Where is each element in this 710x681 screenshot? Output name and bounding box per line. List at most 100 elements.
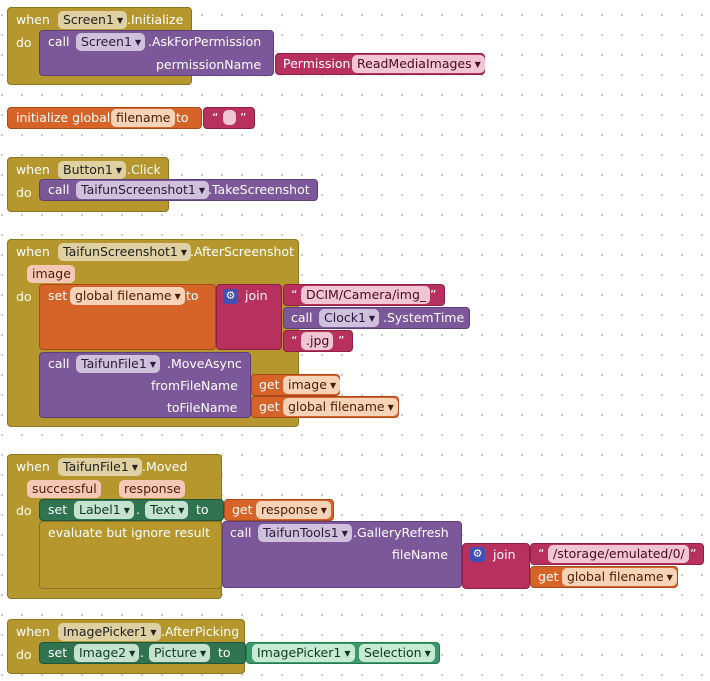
get-label: get (538, 569, 559, 584)
chevron-down-icon: ▼ (116, 16, 124, 25)
chevron-down-icon: ▼ (131, 463, 138, 472)
get-global-filename-dropdown[interactable]: global filename▼ (562, 568, 677, 586)
quote-open: “ (291, 333, 298, 348)
evaluate-but-ignore-label: evaluate but ignore result (48, 525, 210, 540)
call-label: call (230, 525, 252, 540)
image2-component-dropdown[interactable]: Image2▼ (74, 644, 140, 662)
join-block-2[interactable]: ⚙ join (462, 543, 530, 589)
image-picker-selection-block[interactable]: ImagePicker1▼ . Selection▼ (246, 642, 440, 664)
global-variable-name-field[interactable]: filename (111, 109, 175, 127)
get-response-block[interactable]: get response▼ (224, 499, 334, 521)
selection-property-dropdown[interactable]: Selection▼ (359, 644, 435, 662)
to-label: to (218, 645, 231, 660)
set-label: set (48, 645, 68, 660)
permission-value-dropdown[interactable]: ReadMediaImages▼ (352, 55, 485, 73)
text-property-dropdown[interactable]: Text▼ (145, 501, 189, 519)
chevron-down-icon: ▼ (387, 403, 394, 412)
taifun-screenshot-component-dropdown[interactable]: TaifunScreenshot1▼ (58, 243, 192, 261)
set-global-filename-block[interactable]: set global filename▼ to (39, 284, 216, 350)
variable-name: response (261, 502, 318, 517)
taifun-file-call-dropdown[interactable]: TaifunFile1▼ (76, 355, 160, 373)
picture-property-dropdown[interactable]: Picture▼ (149, 644, 211, 662)
chevron-down-icon: ▼ (474, 60, 481, 69)
get-response-dropdown[interactable]: response▼ (256, 501, 331, 519)
take-screenshot-call-block[interactable]: call TaifunScreenshot1▼ .TakeScreenshot (39, 179, 318, 201)
do-label: do (16, 289, 32, 304)
taifun-tools-call-dropdown[interactable]: TaifunTools1▼ (258, 524, 352, 542)
variable-name: global filename (75, 288, 172, 303)
clock-component-dropdown[interactable]: Clock1▼ (319, 309, 380, 327)
join-block[interactable]: ⚙ join (216, 284, 282, 350)
component-name: TaifunScreenshot1 (81, 182, 196, 197)
storage-path-text-block[interactable]: “ /storage/emulated/0/ ” (530, 543, 704, 565)
screen1-call-dropdown[interactable]: Screen1▼ (76, 33, 146, 51)
when-label: when (16, 459, 50, 474)
component-name: Image2 (79, 645, 127, 660)
get-global-filename-block-2[interactable]: get global filename▼ (530, 566, 678, 588)
get-image-block[interactable]: get image▼ (251, 374, 341, 396)
to-file-name-arg-label: toFileName (167, 400, 238, 415)
method-name: .GalleryRefresh (353, 525, 449, 540)
quote-open: “ (538, 546, 545, 561)
empty-text-field[interactable] (223, 110, 236, 125)
to-label: to (196, 502, 209, 517)
quote-open: “ (212, 110, 219, 125)
get-label: get (259, 377, 280, 392)
image-param[interactable]: image (27, 265, 75, 283)
permission-value: ReadMediaImages (357, 56, 472, 71)
call-label: call (291, 310, 313, 325)
do-label: do (16, 185, 32, 200)
global-filename-dropdown[interactable]: global filename▼ (70, 287, 185, 305)
event-name: .AfterScreenshot (190, 244, 294, 259)
taifun-screenshot-call-dropdown[interactable]: TaifunScreenshot1▼ (76, 181, 210, 199)
component-name: Screen1 (63, 12, 114, 27)
join-text-block-1[interactable]: “ DCIM/Camera/img_ ” (283, 284, 445, 306)
screen1-component-dropdown[interactable]: Screen1▼ (58, 11, 128, 29)
chevron-down-icon: ▼ (368, 314, 376, 323)
image-picker-getter-dropdown[interactable]: ImagePicker1▼ (252, 644, 355, 662)
chevron-down-icon: ▼ (178, 506, 185, 515)
text-value[interactable]: /storage/emulated/0/ (548, 545, 689, 563)
component-name: Button1 (63, 162, 113, 177)
set-label: set (48, 502, 68, 517)
component-name: ImagePicker1 (63, 624, 148, 639)
image-picker-component-dropdown[interactable]: ImagePicker1▼ (58, 623, 161, 641)
permission-block[interactable]: Permission ReadMediaImages▼ (275, 53, 485, 75)
join-text-block-2[interactable]: “ .jpg ” (283, 330, 353, 352)
move-async-call-block[interactable]: call TaifunFile1▼ .MoveAsync fromFileNam… (39, 352, 251, 418)
component-name: ImagePicker1 (257, 645, 342, 660)
get-image-dropdown[interactable]: image▼ (283, 376, 341, 394)
set-image-picture-block[interactable]: set Image2▼ . Picture▼ to (39, 642, 246, 664)
event-name: .AfterPicking (161, 624, 240, 639)
initialize-global-block[interactable]: initialize global filename to (7, 107, 202, 129)
set-label-text-block[interactable]: set Label1▼ . Text▼ to (39, 499, 224, 521)
join-label: join (493, 547, 516, 562)
chevron-down-icon: ▼ (424, 649, 431, 658)
quote-close: ” (240, 110, 247, 125)
chevron-down-icon: ▼ (174, 292, 181, 301)
button1-component-dropdown[interactable]: Button1▼ (58, 161, 126, 179)
get-global-filename-dropdown[interactable]: global filename▼ (283, 398, 398, 416)
ask-for-permission-call-block[interactable]: call Screen1▼ .AskForPermission permissi… (39, 30, 274, 76)
clock-system-time-block[interactable]: call Clock1▼ .SystemTime (283, 307, 470, 329)
empty-text-block[interactable]: “ ” (203, 107, 255, 129)
text-value[interactable]: DCIM/Camera/img_ (301, 286, 431, 304)
label1-component-dropdown[interactable]: Label1▼ (74, 501, 134, 519)
call-label: call (48, 34, 70, 49)
gear-icon[interactable]: ⚙ (223, 289, 238, 304)
chevron-down-icon: ▼ (129, 649, 136, 658)
method-name: .MoveAsync (167, 356, 242, 371)
text-value[interactable]: .jpg (301, 332, 334, 350)
component-name: TaifunTools1 (263, 525, 339, 540)
get-global-filename-block[interactable]: get global filename▼ (251, 396, 399, 418)
chevron-down-icon: ▼ (123, 506, 130, 515)
gear-icon[interactable]: ⚙ (470, 547, 485, 562)
evaluate-ignore-block[interactable]: evaluate but ignore result (39, 521, 222, 589)
gallery-refresh-call-block[interactable]: call TaifunTools1▼ .GalleryRefresh fileN… (222, 521, 462, 588)
response-param[interactable]: response (119, 480, 185, 498)
successful-param[interactable]: successful (27, 480, 101, 498)
component-name: Clock1 (324, 310, 366, 325)
chevron-down-icon: ▼ (149, 360, 156, 369)
taifun-file-component-dropdown[interactable]: TaifunFile1▼ (58, 458, 142, 476)
do-label: do (16, 503, 32, 518)
